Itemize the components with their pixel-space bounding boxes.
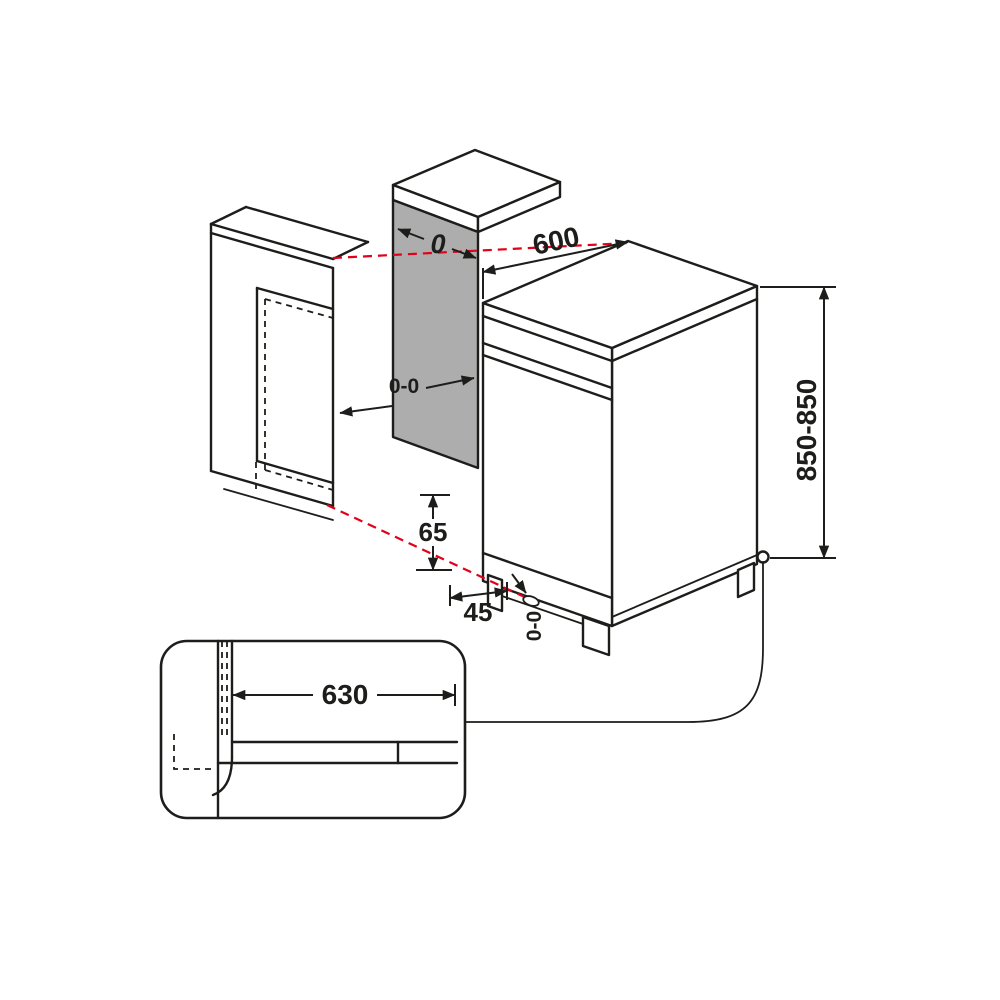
left-cabinet [209, 205, 370, 521]
detail-inset: 630 [159, 639, 467, 820]
dimension-plinth-depth: 630 [232, 679, 456, 710]
dimension-height-label: 850-850 [791, 379, 822, 482]
dimension-floor-gap-label: 0-0 [523, 611, 546, 641]
worktop-slab [391, 148, 562, 234]
floor-alignment-line [326, 504, 532, 601]
dishwasher [481, 239, 770, 657]
side-panel-face [391, 198, 480, 470]
foot-contact-point [522, 595, 540, 607]
dimension-side-gap-label: 0-0 [389, 375, 419, 398]
dimension-foot-inset: 45 [449, 582, 508, 627]
front-right-foot [581, 615, 611, 657]
dimension-foot-inset-label: 45 [464, 597, 493, 627]
side-panel [391, 198, 480, 470]
dimension-height: 850-850 [760, 286, 836, 559]
rear-foot [736, 561, 756, 599]
dimension-foot-height: 65 [416, 494, 452, 571]
inset-frame [159, 639, 467, 820]
dimension-plinth-depth-label: 630 [322, 679, 369, 710]
dimension-side-gap: 0-0 [339, 375, 475, 417]
dimension-floor-gap: 0-0 [511, 573, 546, 641]
dimension-top-gap: 0 [397, 228, 477, 259]
rear-foot-marker [756, 550, 770, 564]
dimension-foot-height-label: 65 [419, 517, 448, 547]
dimension-top-gap-label: 0 [430, 229, 445, 259]
dimension-width-label: 600 [530, 221, 582, 261]
detail-leader-line [465, 561, 764, 723]
dishwasher-front-face [481, 301, 614, 628]
